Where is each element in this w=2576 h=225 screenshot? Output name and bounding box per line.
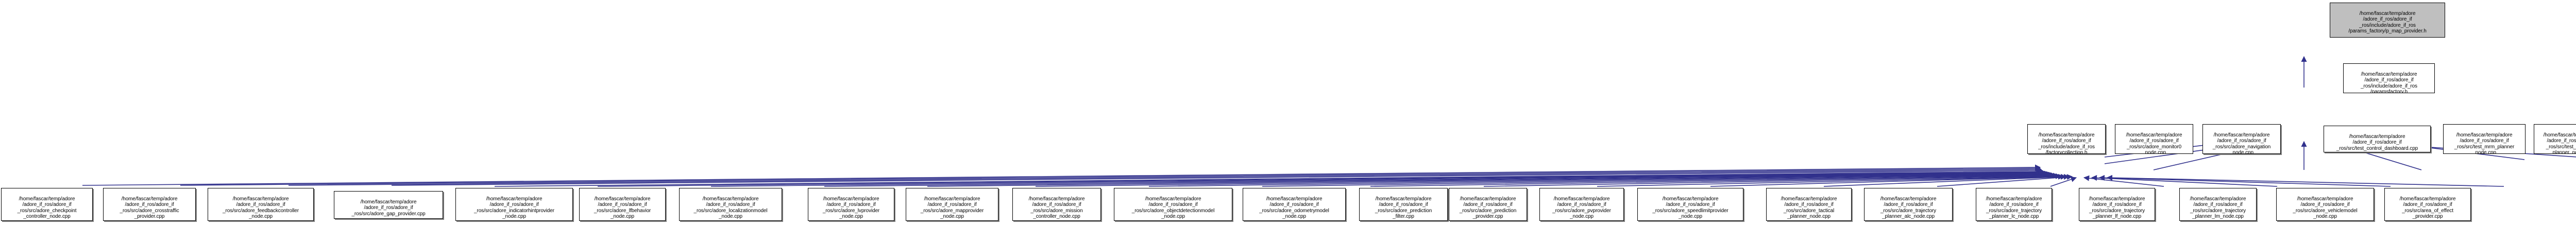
graph-node-label: /home/fascar/temp/adore /adore_if_ros/ad… — [2126, 132, 2182, 154]
graph-node-adore-lvprovider-node[interactable]: /home/fascar/temp/adore /adore_if_ros/ad… — [808, 188, 894, 221]
graph-node-label: /home/fascar/temp/adore /adore_if_ros/ad… — [120, 196, 179, 220]
graph-node-adore-navigation-node[interactable]: /home/fascar/temp/adore /adore_if_ros/ad… — [2202, 124, 2281, 154]
graph-node-label: /home/fascar/temp/adore /adore_if_ros/ad… — [17, 196, 77, 220]
graph-node-label: /home/fascar/temp/adore /adore_if_ros/ad… — [2454, 132, 2515, 154]
graph-node-label: /home/fascar/temp/adore /adore_if_ros/ad… — [2190, 196, 2246, 220]
graph-node-label: /home/fascar/temp/adore /adore_if_ros/ad… — [2293, 196, 2358, 220]
graph-node-label: /home/fascar/temp/adore /adore_if_ros/ad… — [822, 196, 880, 220]
graph-node-adore-trajectory-planner-lc-node[interactable]: /home/fascar/temp/adore /adore_if_ros/ad… — [1976, 188, 2052, 221]
graph-node-label: /home/fascar/temp/adore /adore_if_ros/ad… — [1028, 196, 1085, 220]
graph-node-adore-trajectory-planner-alc-node[interactable]: /home/fascar/temp/adore /adore_if_ros/ad… — [1864, 188, 1953, 221]
graph-node-adore-localizationmodel-node[interactable]: /home/fascar/temp/adore /adore_if_ros/ad… — [679, 188, 782, 221]
graph-node-adore-gap-provider[interactable]: /home/fascar/temp/adore /adore_if_ros/ad… — [334, 191, 443, 219]
graph-node-adore-checkpoint-controller-node[interactable]: /home/fascar/temp/adore /adore_if_ros/ad… — [1, 188, 93, 221]
graph-node-adore-crosstraffic-provider[interactable]: /home/fascar/temp/adore /adore_if_ros/ad… — [103, 188, 196, 221]
graph-node-area-of-effect-provider[interactable]: /home/fascar/temp/adore /adore_if_ros/ad… — [2384, 188, 2471, 221]
graph-node-label: /home/fascar/temp/adore /adore_if_ros/ad… — [2361, 71, 2417, 93]
graph-node-label: /home/fascar/temp/adore /adore_if_ros/ad… — [2399, 196, 2456, 220]
graph-node-label: /home/fascar/temp/adore /adore_if_ros/ad… — [1459, 196, 1517, 220]
graph-node-adore-trajectory-planner-lm-node[interactable]: /home/fascar/temp/adore /adore_if_ros/ad… — [2179, 188, 2257, 221]
graph-node-test-mrm-planner-node[interactable]: /home/fascar/temp/adore /adore_if_ros/ad… — [2443, 124, 2526, 154]
graph-node-adore-odometrymodel-node[interactable]: /home/fascar/temp/adore /adore_if_ros/ad… — [1243, 188, 1346, 221]
graph-node-adore-speedlimitprovider-node[interactable]: /home/fascar/temp/adore /adore_if_ros/ad… — [1637, 188, 1743, 221]
graph-node-adore-objectdetectionmodel-node[interactable]: /home/fascar/temp/adore /adore_if_ros/ad… — [1114, 188, 1232, 221]
graph-node-label: /home/fascar/temp/adore /adore_if_ros/ad… — [1652, 196, 1728, 220]
graph-node-label: /home/fascar/temp/adore /adore_if_ros/ad… — [223, 196, 299, 220]
graph-node-paramsfactory[interactable]: /home/fascar/temp/adore /adore_if_ros/ad… — [2343, 63, 2435, 93]
graph-node-label: /home/fascar/temp/adore /adore_if_ros/ad… — [1781, 196, 1837, 220]
graph-node-label: /home/fascar/temp/adore /adore_if_ros/ad… — [2212, 132, 2271, 154]
graph-node-label: /home/fascar/temp/adore /adore_if_ros/ad… — [2543, 132, 2576, 154]
graph-node-label: /home/fascar/temp/adore /adore_if_ros/ad… — [1259, 196, 1329, 220]
graph-node-label: /home/fascar/temp/adore /adore_if_ros/ad… — [474, 196, 554, 220]
graph-node-label: /home/fascar/temp/adore /adore_if_ros/ad… — [1375, 196, 1432, 220]
graph-node-adore-mission-controller-node[interactable]: /home/fascar/temp/adore /adore_if_ros/ad… — [1012, 188, 1101, 221]
graph-node-adore-mapprovider-node[interactable]: /home/fascar/temp/adore /adore_if_ros/ad… — [906, 188, 998, 221]
graph-node-adore-prediction-filter[interactable]: /home/fascar/temp/adore /adore_if_ros/ad… — [1359, 188, 1448, 221]
graph-node-label: /home/fascar/temp/adore /adore_if_ros/ad… — [2089, 196, 2145, 220]
graph-node-adore-tactical-planner-node[interactable]: /home/fascar/temp/adore /adore_if_ros/ad… — [1766, 188, 1852, 221]
graph-node-adore-indicatorhintprovider-node[interactable]: /home/fascar/temp/adore /adore_if_ros/ad… — [455, 188, 573, 221]
graph-node-label: /home/fascar/temp/adore /adore_if_ros/ad… — [2348, 10, 2427, 34]
graph-node-label: /home/fascar/temp/adore /adore_if_ros/ad… — [351, 199, 426, 217]
graph-node-label: /home/fascar/temp/adore /adore_if_ros/ad… — [1131, 196, 1215, 220]
graph-node-test-trajectory-planner-node[interactable]: /home/fascar/temp/adore /adore_if_ros/ad… — [2534, 124, 2576, 154]
graph-node-label: /home/fascar/temp/adore /adore_if_ros/ad… — [1552, 196, 1611, 220]
graph-node-label: /home/fascar/temp/adore /adore_if_ros/ad… — [693, 196, 768, 220]
graph-node-label: /home/fascar/temp/adore /adore_if_ros/ad… — [920, 196, 984, 220]
graph-node-label: /home/fascar/temp/adore /adore_if_ros/ad… — [1880, 196, 1937, 220]
graph-node-root[interactable]: /home/fascar/temp/adore /adore_if_ros/ad… — [2330, 3, 2445, 38]
graph-node-adore-pvprovider-node[interactable]: /home/fascar/temp/adore /adore_if_ros/ad… — [1539, 188, 1624, 221]
graph-node-test-control-dashboard[interactable]: /home/fascar/temp/adore /adore_if_ros/ad… — [2324, 126, 2431, 152]
graph-node-factorycollection[interactable]: /home/fascar/temp/adore /adore_if_ros/ad… — [2027, 124, 2106, 154]
graph-node-adore-prediction-provider[interactable]: /home/fascar/temp/adore /adore_if_ros/ad… — [1449, 188, 1527, 221]
graph-node-label: /home/fascar/temp/adore /adore_if_ros/ad… — [2336, 133, 2418, 151]
graph-node-adore-lfbehavior-node[interactable]: /home/fascar/temp/adore /adore_if_ros/ad… — [579, 188, 666, 221]
graph-node-adore-feedbackcontroller-node[interactable]: /home/fascar/temp/adore /adore_if_ros/ad… — [208, 188, 314, 221]
graph-node-adore-monitor0-node[interactable]: /home/fascar/temp/adore /adore_if_ros/ad… — [2115, 124, 2193, 154]
graph-node-label: /home/fascar/temp/adore /adore_if_ros/ad… — [594, 196, 651, 220]
graph-node-label: /home/fascar/temp/adore /adore_if_ros/ad… — [1986, 196, 2042, 220]
graph-node-adore-trajectory-planner-lf-node[interactable]: /home/fascar/temp/adore /adore_if_ros/ad… — [2079, 188, 2155, 221]
graph-node-label: /home/fascar/temp/adore /adore_if_ros/ad… — [2038, 132, 2095, 154]
graph-node-adore-vehiclemodel-node[interactable]: /home/fascar/temp/adore /adore_if_ros/ad… — [2276, 188, 2374, 221]
